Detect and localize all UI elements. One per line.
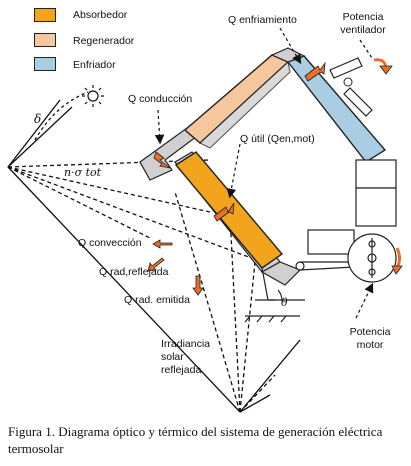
label-q-rad-emitida: Q rad. emitida [124, 294, 190, 306]
legend-label-enfriador: Enfriador [73, 59, 116, 71]
label-irradiancia: Irradiancia solar reflejada [161, 338, 211, 376]
legend-swatch-absorbedor [34, 8, 56, 22]
heat-arrows [147, 58, 403, 296]
legend-label-absorbedor: Absorbedor [73, 9, 128, 21]
label-potencia-motor: Potencia motor [349, 326, 391, 351]
fan-icon [329, 57, 373, 117]
legend-swatch-enfriador [34, 57, 56, 71]
optical-lines [7, 91, 301, 413]
label-theta: θ [281, 296, 288, 309]
label-potencia-ventilador: Potencia ventilador [340, 11, 386, 36]
label-q-util: Q útil (Qen,mot) [240, 133, 315, 145]
legend-label-regenerador: Regenerador [73, 35, 135, 47]
label-q-rad-reflejada: Q rad,reflejada [99, 266, 169, 278]
label-q-enfriamiento: Q enfriamiento [228, 14, 297, 26]
label-n-sigma-tot: n·σ tot [64, 166, 102, 179]
theta-hinge [244, 267, 305, 323]
figure-caption: Figura 1. Diagrama óptico y térmico del … [8, 423, 408, 457]
caption-figure-number: Figura 1. [8, 424, 55, 439]
leader-arrows [154, 27, 374, 319]
legend-swatch-regenerador [34, 33, 56, 47]
label-q-conveccion: Q convección [78, 237, 142, 249]
engine-block [295, 159, 397, 283]
regenerator-panel [183, 54, 290, 144]
sun-icon [82, 85, 104, 107]
label-delta: δ [34, 112, 42, 126]
caption-text: Diagrama óptico y térmico del sistema de… [8, 424, 383, 456]
label-q-conduccion: Q conducción [128, 93, 193, 105]
